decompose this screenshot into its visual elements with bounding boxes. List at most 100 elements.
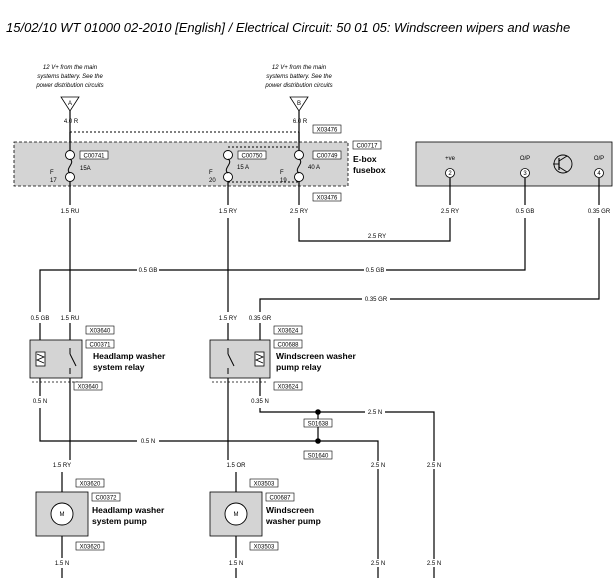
fusebox-id: C00717 [356, 144, 378, 150]
battery-note-b-line1: 12 V+ from the main [272, 65, 327, 71]
relay-coil-icon [254, 351, 265, 367]
relay-switch-icon [69, 348, 77, 374]
module-pin-label: +ve [445, 156, 456, 162]
windscreen-pump-id: C00687 [269, 496, 291, 502]
wire-label: 1.5 N [229, 561, 243, 567]
connector-tag [312, 192, 342, 202]
splice-upper-id: S01638 [308, 422, 329, 428]
windscreen-pump-motor: M [234, 512, 239, 518]
motor-icon [50, 502, 74, 526]
wire-label: 0.5 N [141, 439, 155, 445]
fusebox-name-line2: fusebox [353, 165, 386, 175]
wire-label: 0.35 N [251, 399, 269, 405]
fusebox-connector-bottom: X03476 [317, 196, 338, 202]
fuse-pin: F [50, 170, 54, 176]
wire-label: 2.5 RY [441, 209, 459, 215]
wire-label: 2.5 RY [368, 234, 386, 240]
fuse-f19: C00749 40 A F 19 [280, 150, 342, 184]
headlamp-relay-connector-top: X03640 [90, 329, 111, 335]
splice-dot [315, 438, 321, 444]
wire-label: 0.5 GB [31, 316, 50, 322]
wire-label: 1.5 RY [53, 463, 71, 469]
battery-note-a-line1: 12 V+ from the main [43, 65, 98, 71]
wire-label: 1.5 RU [61, 316, 80, 322]
headlamp-pump-name-line1: Headlamp washer [92, 505, 165, 515]
wire-label: 0.5 N [33, 399, 47, 405]
wire-label: 0.35 GR [588, 209, 611, 215]
wire-label: 2.5 RY [290, 209, 308, 215]
module-pin-num: 4 [597, 171, 601, 177]
fuse-rating: 15A [80, 166, 91, 172]
windscreen-relay-connector-top: X03624 [278, 329, 299, 335]
battery-note-b: 12 V+ from the main systems battery. See… [264, 65, 333, 112]
fuse-id: C00749 [316, 154, 338, 160]
headlamp-relay-name-line2: system relay [93, 362, 145, 372]
splice-lower-id: S01640 [308, 454, 329, 460]
module-pin-num: 3 [523, 171, 527, 177]
windscreen-pump-connector-top: X03503 [254, 482, 275, 488]
wire-label: 0.5 GB [516, 209, 535, 215]
wire-label: 0.35 GR [365, 297, 388, 303]
headlamp-pump-name-line2: system pump [92, 516, 147, 526]
windscreen-pump-name-line2: washer pump [265, 516, 321, 526]
wire-label: 0.35 GR [249, 316, 272, 322]
wire-label: 1.5 RU [61, 209, 80, 215]
fusebox-connector-top: X03476 [317, 128, 338, 134]
headlamp-pump-id: C00372 [95, 496, 117, 502]
headlamp-relay-connector-bottom: X03640 [78, 385, 99, 391]
windscreen-pump-name-line1: Windscreen [266, 505, 314, 515]
battery-note-a-line2: systems battery. See the [37, 74, 103, 80]
module-pin-num: 2 [448, 171, 452, 177]
fuse-pin-num: 19 [280, 178, 287, 184]
fuse-f17: C00741 15A F 17 [50, 150, 109, 184]
wire-label: 1.5 OR [226, 463, 246, 469]
fuse-id: C00741 [83, 154, 105, 160]
headlamp-relay-name-line1: Headlamp washer [93, 351, 166, 361]
headlamp-pump-connector-top: X03620 [80, 482, 101, 488]
page-title: 15/02/10 WT 01000 02-2010 [English] / El… [6, 20, 571, 35]
connector-tag [352, 140, 382, 150]
supply-triangle-a [60, 96, 80, 112]
windscreen-relay-name-line1: Windscreen washer [276, 351, 356, 361]
wire-label: 2.5 N [368, 410, 382, 416]
control-module [415, 141, 613, 187]
battery-note-b-line2: systems battery. See the [266, 74, 332, 80]
wire-label: 2.5 N [371, 463, 385, 469]
battery-note-b-line3: power distribution circuits [264, 83, 332, 89]
fuse-pin-num: 17 [50, 178, 57, 184]
windscreen-relay-id: C00688 [277, 343, 299, 349]
windscreen-relay-connector-bottom: X03624 [278, 385, 299, 391]
relay-switch-icon [227, 348, 235, 374]
wire-label: 4.0 R [64, 119, 79, 125]
connector-tag [312, 124, 342, 134]
supply-label-a: A [68, 101, 72, 107]
fuse-rating: 40 A [308, 165, 320, 171]
fuse-pin: F [209, 170, 213, 176]
wire-label: 2.5 N [371, 561, 385, 567]
headlamp-relay-id: C00371 [89, 343, 111, 349]
supply-label-b: B [297, 101, 301, 107]
fuse-pin-num: 20 [209, 178, 216, 184]
headlamp-pump-motor: M [60, 512, 65, 518]
fuse-rating: 15 A [237, 165, 249, 171]
wire-label: 0.5 GB [366, 268, 385, 274]
windscreen-pump-connector-bottom: X03503 [254, 545, 275, 551]
wire-label: 0.5 GB [139, 268, 158, 274]
transistor-icon [553, 154, 573, 174]
module-pin-label: O/P [520, 156, 530, 162]
wire-label: 6.0 R [293, 119, 308, 125]
motor-icon [224, 502, 248, 526]
wire-label: 2.5 N [427, 463, 441, 469]
wire-label: 2.5 N [427, 561, 441, 567]
fuse-pin: F [280, 170, 284, 176]
battery-note-a-line3: power distribution circuits [35, 83, 103, 89]
battery-note-a: 12 V+ from the main systems battery. See… [35, 65, 104, 112]
windscreen-relay-name-line2: pump relay [276, 362, 322, 372]
wire-label: 1.5 RY [219, 316, 237, 322]
relay-coil-icon [35, 351, 46, 367]
wire-label: 1.5 N [55, 561, 69, 567]
headlamp-pump-connector-bottom: X03620 [80, 545, 101, 551]
supply-triangle-b [289, 96, 309, 112]
fuse-f20: C00750 15 A F 20 [209, 150, 267, 184]
